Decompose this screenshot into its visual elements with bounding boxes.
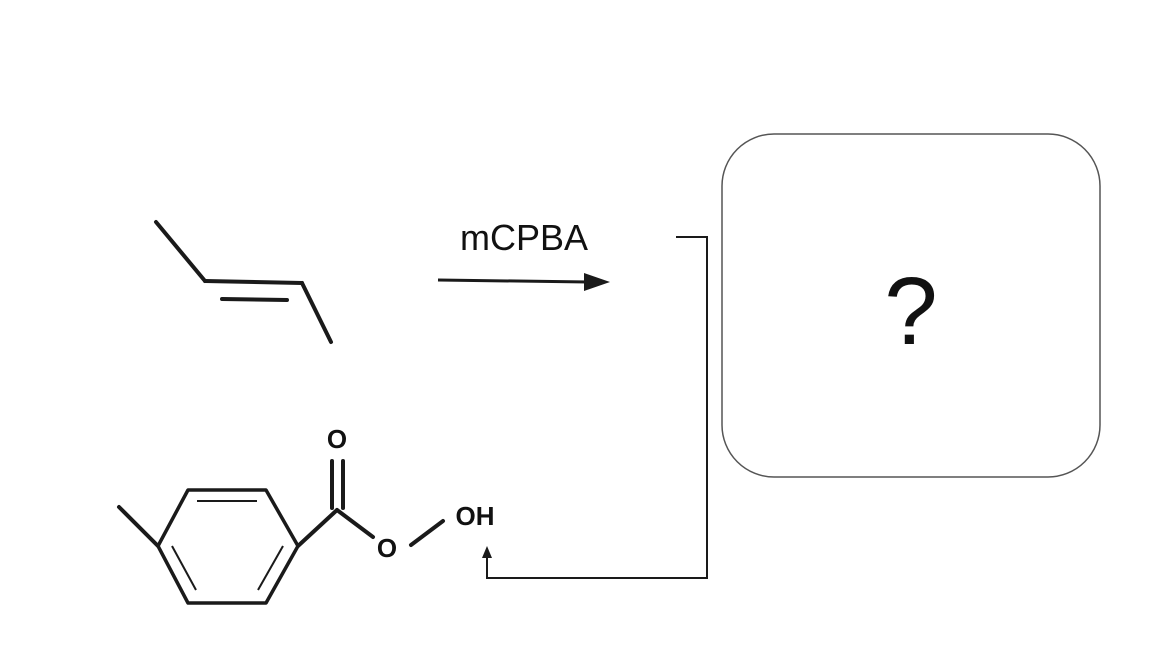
hydroxyl-label: OH [456, 501, 495, 531]
ester-oxygen-label: O [377, 533, 397, 563]
trans-2-butene-structure [154, 220, 333, 344]
product-placeholder: ? [884, 258, 937, 365]
methyl-bond-right [300, 281, 333, 344]
benzene-ring [156, 488, 300, 605]
carbonyl-oxygen-label: O [327, 424, 347, 454]
connector-arrow-icon [482, 546, 492, 558]
reagent-label: mCPBA [460, 217, 588, 258]
double-bond-outer [203, 279, 304, 285]
reaction-arrow [437, 273, 610, 291]
methyl-bond-left [154, 220, 207, 283]
double-bond-inner [220, 297, 289, 302]
carbon-oxygen-bond [335, 508, 375, 539]
peroxyacid-structure [117, 459, 445, 605]
ring-inner-bond-right [257, 545, 284, 591]
product-box [721, 133, 1101, 478]
peroxide-bond [409, 519, 445, 547]
bracket-connector [482, 236, 708, 579]
ring-carbonyl-bond [296, 508, 339, 548]
ring-methyl-bond [117, 505, 160, 548]
arrow-head-icon [584, 273, 610, 291]
ring-inner-bond-left [171, 545, 197, 591]
